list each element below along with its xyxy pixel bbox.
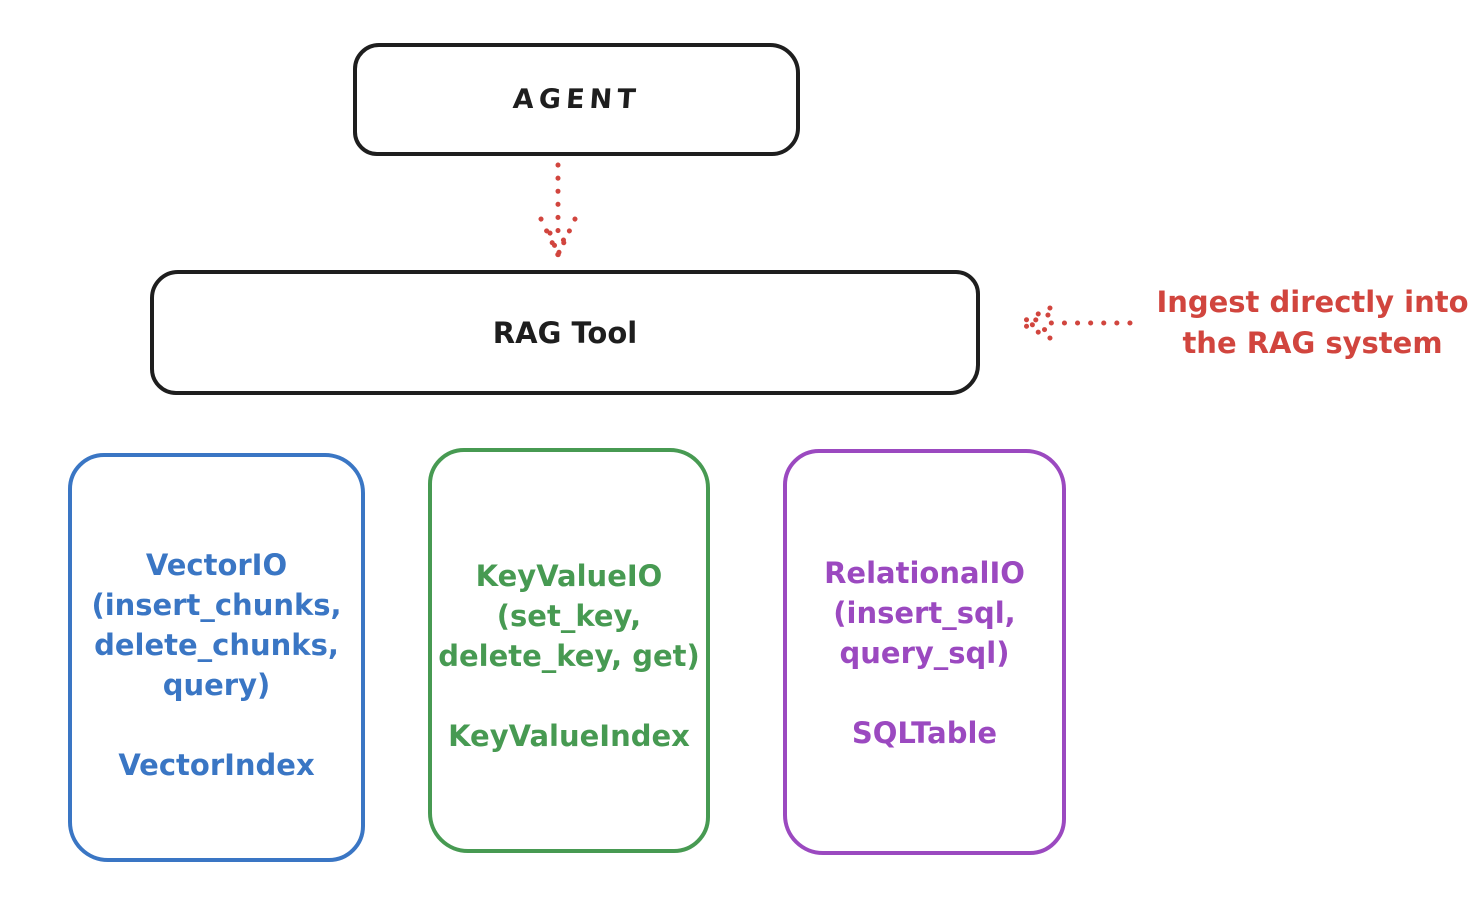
io-box-line: KeyValueIO — [475, 559, 663, 593]
io-box-line: (set_key, — [496, 599, 642, 633]
relational-io-box: RelationalIO (insert_sql, query_sql) SQL… — [783, 449, 1066, 855]
sql-table-label: SQLTable — [851, 716, 998, 750]
dotted-arrow-left-icon — [1017, 305, 1133, 341]
arrow-wing-left — [538, 216, 561, 258]
io-box-line: (insert_chunks, — [91, 588, 342, 622]
ingest-annotation: Ingest directly into the RAG system — [1140, 282, 1484, 364]
io-box-line: (insert_sql, — [833, 596, 1016, 630]
vector-index-label: VectorIndex — [118, 748, 315, 782]
io-box-line: query) — [162, 668, 271, 702]
arrow-inner-chevron — [1021, 312, 1051, 334]
io-box-line: VectorIO — [145, 548, 288, 582]
keyvalue-io-box: KeyValueIO (set_key, delete_key, get) Ke… — [428, 448, 710, 853]
vector-io-box: VectorIO (insert_chunks, delete_chunks, … — [68, 453, 365, 862]
agent-box: AGENT — [353, 43, 800, 156]
rag-tool-label: RAG Tool — [492, 315, 638, 350]
io-box-line: query_sql) — [839, 636, 1010, 670]
ingest-annotation-line2: the RAG system — [1182, 326, 1443, 360]
arrow-wing-top — [1017, 305, 1053, 326]
arrow-wing-right — [555, 216, 578, 258]
dotted-arrow-down-icon — [538, 162, 578, 263]
agent-label: AGENT — [511, 84, 642, 115]
io-box-line: delete_key, get) — [438, 639, 700, 673]
io-box-line: delete_chunks, — [94, 628, 339, 662]
ingest-annotation-line1: Ingest directly into — [1156, 285, 1469, 319]
arrow-wing-bottom — [1017, 320, 1053, 341]
arrow-inner-chevron — [547, 230, 569, 263]
rag-tool-box: RAG Tool — [150, 270, 980, 395]
io-box-line: RelationalIO — [824, 556, 1025, 590]
keyvalue-index-label: KeyValueIndex — [448, 719, 690, 753]
